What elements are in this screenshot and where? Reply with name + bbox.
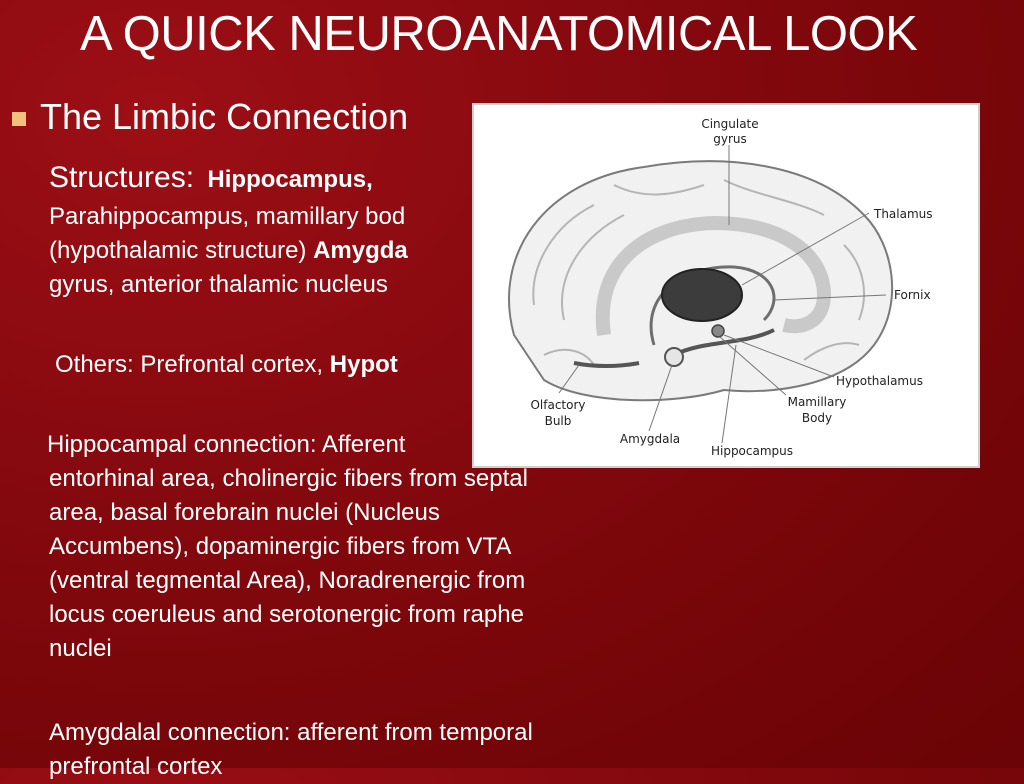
hippocampal-line: (ventral tegmental Area), Noradrenergic … — [49, 567, 526, 594]
amygdalal-line: prefrontal cortex — [49, 753, 223, 780]
hippocampal-line: Hippocampal connection: Afferent — [47, 431, 406, 458]
label-olfactory-1: Olfactory — [530, 398, 585, 412]
label-mamillary-2: Body — [802, 411, 832, 425]
others-bold-hypothalamus: Hypot — [329, 351, 398, 378]
hippocampal-line: entorhinal area, cholinergic fibers from… — [49, 465, 528, 492]
fornix-shape — [649, 265, 776, 346]
structures-bold-amygdala: Amygda — [313, 237, 408, 264]
amygdalal-paragraph: Amygdalal connection: afferent from temp… — [49, 716, 649, 784]
leader-lines — [558, 145, 887, 444]
amygdalal-line: Amygdalal connection: afferent from temp… — [49, 719, 533, 746]
structures-line-4: gyrus, anterior thalamic nucleus — [49, 271, 388, 298]
structures-line-3-text: (hypothalamic structure) — [49, 237, 314, 264]
structures-line-3: (hypothalamic structure) Amygda — [49, 234, 649, 268]
amygdala-shape — [664, 347, 684, 367]
cingulate-band — [595, 215, 832, 336]
bullet-text: The Limbic Connection — [40, 96, 409, 137]
bullet-item: The Limbic Connection — [12, 96, 408, 138]
others-text: Others: Prefrontal cortex, — [55, 351, 330, 378]
limbic-system-figure: Cingulate gyrus Thalamus Fornix Hypothal… — [472, 103, 980, 468]
olfactory-shape — [573, 361, 640, 368]
label-mamillary-1: Mamillary — [788, 395, 847, 409]
label-olfactory-2: Bulb — [545, 414, 572, 428]
structures-line-2: Parahippocampus, mamillary bod — [49, 203, 406, 230]
gyri-lines — [532, 179, 865, 366]
thalamus-shape — [661, 268, 743, 322]
label-hypothalamus: Hypothalamus — [836, 374, 923, 388]
hippocampal-line: locus coeruleus and serotonergic from ra… — [49, 601, 524, 628]
slide-title: A QUICK NEUROANATOMICAL LOOK — [80, 7, 918, 61]
hippocampal-line: area, basal forebrain nuclei (Nucleus — [49, 499, 440, 526]
square-bullet-icon — [12, 112, 26, 126]
hippocampus-shape — [673, 328, 775, 357]
structures-paragraph: Structures: Hippocampus, Parahippocampus… — [49, 158, 649, 302]
structures-bold-hippocampus: Hippocampus, — [207, 166, 373, 193]
label-thalamus: Thalamus — [873, 207, 933, 221]
label-fornix: Fornix — [894, 288, 931, 302]
hippocampal-line: nuclei — [49, 635, 112, 662]
slide: A QUICK NEUROANATOMICAL LOOK The Limbic … — [12, 7, 980, 666]
others-paragraph: Others: Prefrontal cortex, Hypot — [55, 348, 655, 382]
structures-label: Structures: — [49, 161, 195, 194]
hippocampal-paragraph: Hippocampal connection: Afferent entorhi… — [47, 428, 649, 666]
label-hippocampus: Hippocampus — [711, 444, 793, 458]
label-cingulate-2: gyrus — [713, 132, 747, 146]
label-amygdala: Amygdala — [620, 432, 680, 446]
hippocampal-line: Accumbens), dopaminergic fibers from VTA — [49, 533, 512, 560]
mamillary-shape — [711, 324, 725, 338]
brain-diagram: Cingulate gyrus Thalamus Fornix Hypothal… — [508, 117, 933, 458]
label-cingulate-1: Cingulate — [701, 117, 758, 131]
